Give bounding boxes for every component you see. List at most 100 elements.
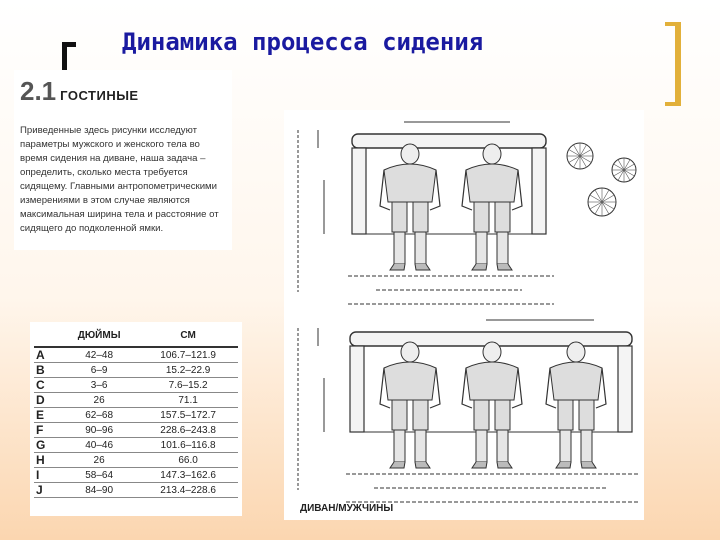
top-sofa-left-arm: [351, 147, 367, 235]
right-bracket-decoration: [665, 22, 681, 106]
table-cell-letter: E: [34, 407, 60, 423]
bottom-person-3-left-shin: [559, 429, 572, 463]
top-person-1-head: [400, 143, 420, 165]
bottom-person-3-torso: [549, 361, 603, 401]
table-cell-inches: 26: [60, 392, 139, 408]
sofa-diagram-drawing: [297, 121, 640, 503]
top-person-2-right-thigh: [494, 201, 511, 233]
table-cell-inches: 40–46: [60, 437, 139, 453]
top-person-2-right-foot: [496, 263, 513, 271]
bottom-person-2-left-foot: [471, 461, 488, 469]
table-cell-cm: 71.1: [138, 392, 238, 408]
top-person-1-torso: [383, 163, 437, 203]
bottom-person-2-right-foot: [496, 461, 513, 469]
table-cell-inches: 84–90: [60, 482, 139, 498]
table-cell-letter: C: [34, 377, 60, 393]
section-header: 2.1 ГОСТИНЫЕ: [20, 76, 139, 107]
chair-top-view-spoke: [601, 189, 610, 203]
chair-top-view-spoke: [617, 169, 625, 181]
bottom-person-1-left-shin: [393, 429, 406, 463]
table-cell-cm: 157.5–172.7: [138, 407, 238, 423]
table-cell-inches: 90–96: [60, 422, 139, 438]
chair-top-view-spoke: [573, 144, 581, 157]
table-header-cm: СМ: [138, 324, 238, 348]
bottom-person-1-right-arm: [429, 367, 441, 409]
table-cell-letter: D: [34, 392, 60, 408]
top-person-1-left-foot: [389, 263, 406, 271]
bottom-person-2-right-shin: [496, 429, 509, 463]
section-name: ГОСТИНЫЕ: [60, 88, 139, 103]
table-cell-cm: 66.0: [138, 452, 238, 468]
section-number: 2.1: [20, 76, 57, 106]
top-person-1-left-thigh: [391, 201, 408, 233]
table-cell-inches: 58–64: [60, 467, 139, 483]
chair-top-view-spoke: [623, 159, 631, 171]
table-cell-letter: J: [34, 482, 60, 498]
bottom-person-1-right-thigh: [412, 399, 429, 431]
top-person-2-right-shin: [496, 231, 509, 265]
top-sofa-back: [351, 133, 547, 149]
table-cell-inches: 3–6: [60, 377, 139, 393]
bottom-person-2-head: [482, 341, 502, 363]
slide-title: Динамика процесса сидения: [122, 28, 484, 56]
bottom-sofa-right-arm: [617, 345, 633, 433]
bottom-person-3-right-shin: [580, 429, 593, 463]
bottom-sofa-left-arm: [349, 345, 365, 433]
scanned-text-panel: 2.1 ГОСТИНЫЕ Приведенные здесь рисунки и…: [14, 70, 232, 250]
table-cell-cm: 101.6–116.8: [138, 437, 238, 453]
top-person-1-right-thigh: [412, 201, 429, 233]
table-cell-inches: 26: [60, 452, 139, 468]
table-header-letter: [34, 324, 60, 348]
top-person-1-right-arm: [429, 169, 441, 211]
bottom-person-1-left-foot: [389, 461, 406, 469]
sofa-diagram: [284, 110, 644, 520]
table-cell-letter: A: [34, 347, 60, 363]
bottom-person-1-left-arm: [379, 367, 391, 409]
chair-top-view-spoke: [594, 201, 603, 215]
bottom-person-1-right-foot: [414, 461, 431, 469]
table-cell-letter: F: [34, 422, 60, 438]
chair-top-view-spoke: [617, 159, 625, 171]
left-bracket-decoration: [62, 42, 76, 76]
chair-top-view-spoke: [623, 163, 635, 171]
top-person-2-left-foot: [471, 263, 488, 271]
bottom-person-2-right-thigh: [494, 399, 511, 431]
table-cell-cm: 106.7–121.9: [138, 347, 238, 363]
bottom-person-3-right-arm: [595, 367, 607, 409]
chair-top-view-spoke: [613, 163, 625, 171]
bottom-person-2-left-shin: [475, 429, 488, 463]
top-person-2-left-shin: [475, 231, 488, 265]
top-person-1-right-shin: [414, 231, 427, 265]
top-person-1-left-arm: [379, 169, 391, 211]
bottom-person-3-left-foot: [555, 461, 572, 469]
table-cell-cm: 7.6–15.2: [138, 377, 238, 393]
table-cell-cm: 228.6–243.8: [138, 422, 238, 438]
top-person-2-left-thigh: [473, 201, 490, 233]
diagram-footer-label: ДИВАН/МУЖЧИНЫ: [300, 503, 394, 514]
chair-top-view-spoke: [568, 155, 581, 163]
chair-top-view-spoke: [573, 155, 581, 168]
top-sofa-right-arm: [531, 147, 547, 235]
bottom-person-1-torso: [383, 361, 437, 401]
bottom-person-1-right-shin: [414, 429, 427, 463]
chair-top-view-spoke: [601, 201, 615, 210]
table-cell-letter: H: [34, 452, 60, 468]
table-cell-inches: 6–9: [60, 362, 139, 378]
bottom-person-1-left-thigh: [391, 399, 408, 431]
chair-top-view-spoke: [568, 149, 581, 157]
table-header-inches: ДЮЙМЫ: [60, 324, 139, 348]
chair-top-view-spoke: [589, 194, 603, 203]
top-person-1-right-foot: [414, 263, 431, 271]
chair-top-view-spoke: [579, 149, 592, 157]
chair-top-view-spoke: [623, 169, 635, 177]
bottom-person-3-right-foot: [580, 461, 597, 469]
